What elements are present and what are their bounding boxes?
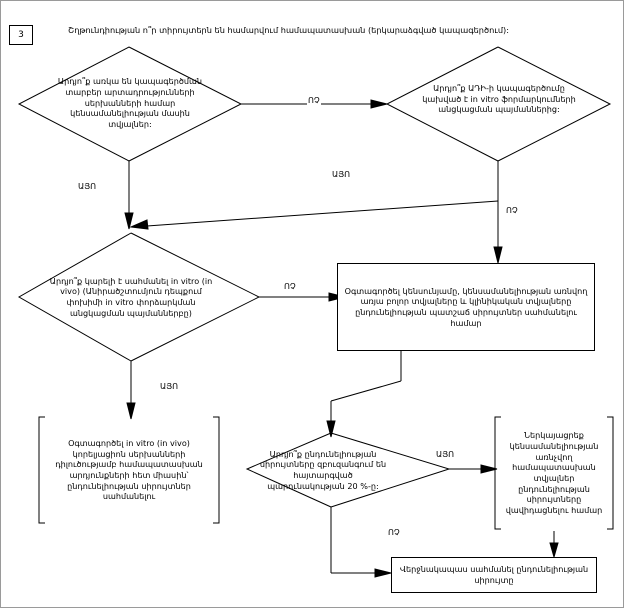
- page-number-box: 3: [9, 25, 33, 45]
- page-title: Շղթունդիության ո՞ր տիրույտերն են համարվո…: [68, 25, 509, 35]
- process-node-3: Ներկայացրեք կենսամանելիության առնչվող հա…: [505, 430, 603, 516]
- edge-label-yes-1: ԱՅՈ: [77, 181, 98, 191]
- decision-node-1: Արդյո՞ք առկա են կապագերծման տարբեր արտադ…: [57, 76, 203, 129]
- edge-label-yes-3: ԱՅՈ: [159, 381, 180, 391]
- edge-label-yes-2: ԱՅՈ: [331, 169, 352, 179]
- process-node-4: Վերջնակապաս սահմանել ընդունելիության սիր…: [391, 557, 597, 593]
- edge-label-no-1: ՈՉ: [307, 95, 321, 105]
- edge-label-yes-4: ԱՅՈ: [435, 449, 456, 459]
- edge-label-no-4: ՈՉ: [387, 527, 401, 537]
- decision-node-4: Արդյո՞ք ընդունելիության սիրույտները զբու…: [259, 448, 387, 491]
- edge-label-no-2: ՈՉ: [505, 205, 519, 215]
- decision-node-3: Արդյո՞ք կարելի է սահմանել in vitro (in v…: [49, 275, 213, 318]
- process-node-1: Օգտագործել կենսունյամը, կենսամանելիությա…: [337, 263, 595, 351]
- edge-label-no-3: ՈՉ: [283, 281, 297, 291]
- decision-node-2: Արդյո՞ք ԱԴԻ-ի կապագերծումը կախված է in v…: [422, 82, 576, 115]
- process-node-2: Օգտագործել in vitro (in vivo) կորելյացիո…: [55, 437, 203, 502]
